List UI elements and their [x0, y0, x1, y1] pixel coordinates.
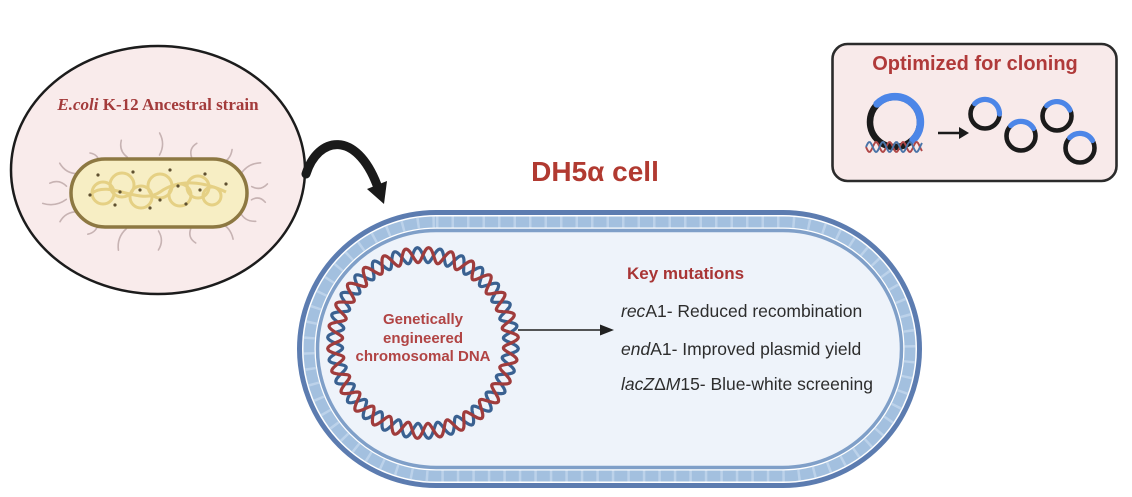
chromosome-squiggle — [90, 171, 227, 210]
pointer-arrow-icon — [518, 324, 614, 336]
mutation-endA1: endA1- Improved plasmid yield — [621, 339, 862, 359]
transfer-arrow-icon — [938, 127, 969, 139]
chromosome-label: Genetically engineered chromosomal DNA — [355, 311, 491, 365]
bacterium-icon — [69, 157, 249, 229]
species-name: E.coli — [57, 95, 99, 114]
cell-title: DH5α cell — [531, 156, 659, 187]
strain-name: K-12 Ancestral strain — [98, 95, 259, 114]
ancestral-strain-label: E.coli K-12 Ancestral strain — [18, 95, 298, 115]
cell-membrane — [297, 210, 922, 488]
dna-helix-icon — [865, 140, 923, 154]
key-mutations-heading: Key mutations — [627, 264, 745, 283]
plasmid-small-icon — [1040, 99, 1074, 133]
ribosome-dots — [88, 168, 228, 210]
mutation-recA1: recA1- Reduced recombination — [621, 301, 863, 321]
optimized-box-title: Optimized for cloning — [872, 53, 1078, 75]
plasmid-large-icon — [866, 92, 925, 151]
plasmid-small-icon — [1063, 130, 1097, 165]
plasmid-small-icon — [1004, 118, 1038, 153]
chromosomal-dna-ring — [326, 246, 520, 440]
mutation-lacZdM15: lacZΔM15- Blue-white screening — [621, 374, 873, 394]
plasmid-small-icon — [968, 96, 1003, 131]
curved-arrow-icon — [301, 140, 387, 204]
